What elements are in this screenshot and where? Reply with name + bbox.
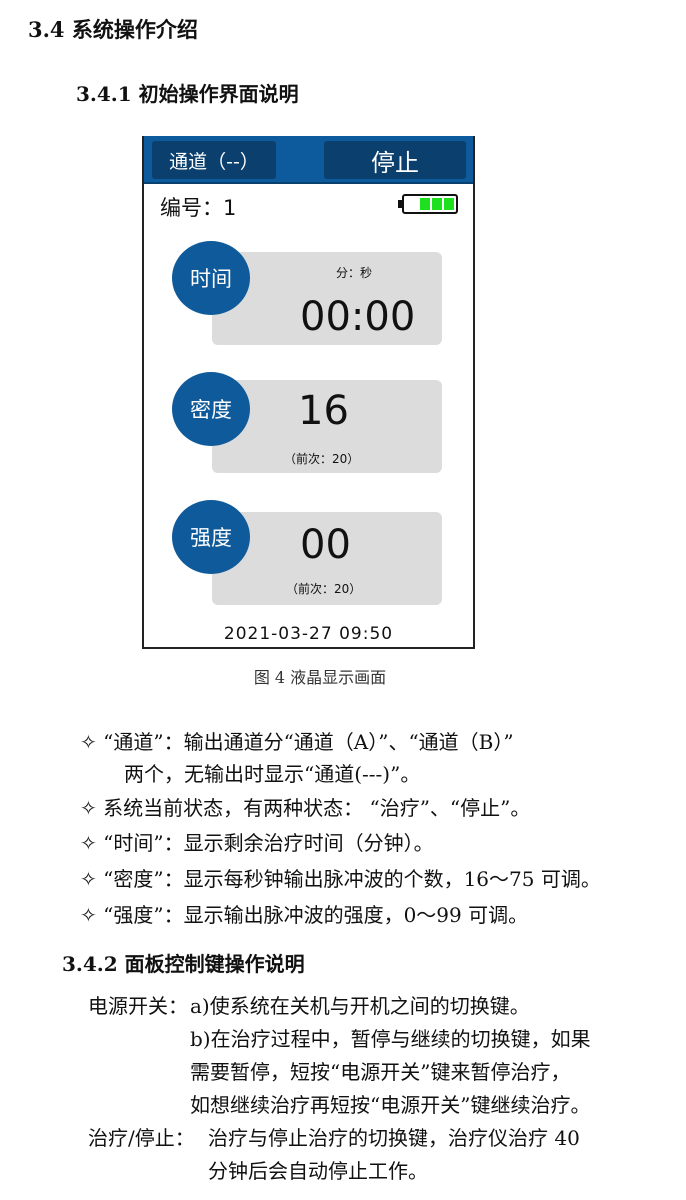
power-key-line: b)在治疗过程中，暂停与继续的切换键，如果 [190, 1027, 591, 1051]
figure-caption: 图 4 液晶显示画面 [253, 668, 387, 687]
channel-button: 通道（--） [152, 141, 276, 179]
bullet-density: ✧ “密度”：显示每秒钟输出脉冲波的个数，16～75 可调。 [80, 867, 601, 891]
battery-icon [398, 194, 458, 214]
density-label: 密度 [172, 372, 250, 446]
intensity-label: 强度 [172, 500, 250, 574]
power-key-line: a)使系统在关机与开机之间的切换键。 [190, 994, 530, 1018]
density-value: 16 [298, 388, 349, 434]
intensity-panel: 00 （前次：20） [212, 512, 442, 605]
datetime: 2021-03-27 09:50 [223, 624, 394, 644]
bullet-channel: ✧ “通道”：输出通道分“通道（A）”、“通道（B）” [80, 730, 514, 754]
screen-header: 通道（--） 停止 [144, 136, 473, 184]
section-title: 3.4 系统操作介绍 [28, 17, 198, 42]
time-value: 00:00 [300, 294, 416, 340]
treat-stop-key-label: 治疗/停止： [88, 1126, 195, 1150]
power-key-line: 如想继续治疗再短按“电源开关”键继续治疗。 [190, 1093, 591, 1117]
time-label: 时间 [172, 241, 250, 315]
treat-stop-key-line: 治疗与停止治疗的切换键，治疗仪治疗 40 [208, 1126, 580, 1150]
bullet-intensity: ✧ “强度”：显示输出脉冲波的强度，0～99 可调。 [80, 903, 529, 927]
density-panel: 16 （前次：20） [212, 380, 442, 473]
time-unit: 分：秒 [336, 266, 373, 280]
intensity-previous: （前次：20） [286, 582, 362, 596]
subsection-title: 3.4.1 初始操作界面说明 [76, 82, 299, 106]
power-key-label: 电源开关： [88, 994, 188, 1018]
bullet-channel-cont: 两个，无输出时显示“通道(---)”。 [124, 762, 421, 786]
subsection-title-2: 3.4.2 面板控制键操作说明 [62, 952, 305, 976]
status-button: 停止 [324, 141, 466, 179]
device-id: 编号：1 [160, 196, 237, 220]
lcd-screen-figure: 通道（--） 停止 编号：1 分：秒 00:00 时间 16 （前次：20） 密… [142, 136, 475, 649]
time-panel: 分：秒 00:00 [212, 252, 442, 345]
treat-stop-key-line: 分钟后会自动停止工作。 [208, 1159, 428, 1183]
intensity-value: 00 [300, 522, 351, 568]
density-previous: （前次：20） [284, 452, 360, 466]
bullet-status: ✧ 系统当前状态，有两种状态： “治疗”、“停止”。 [80, 796, 531, 820]
bullet-time: ✧ “时间”：显示剩余治疗时间（分钟）。 [80, 831, 434, 855]
power-key-line: 需要暂停，短按“电源开关”键来暂停治疗， [190, 1060, 571, 1084]
